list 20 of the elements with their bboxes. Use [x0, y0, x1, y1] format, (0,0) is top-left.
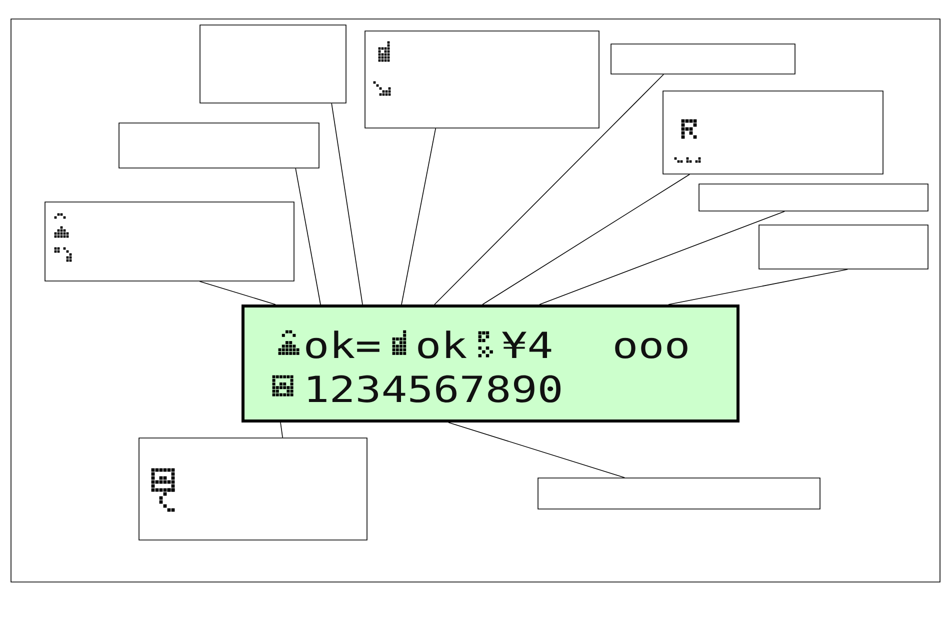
callout-box — [364, 30, 600, 128]
callout-box — [610, 44, 796, 74]
leader-line — [448, 422, 625, 478]
leader-line — [482, 174, 690, 305]
callout-box — [662, 90, 884, 174]
leader-line — [331, 103, 363, 305]
leader-line — [434, 74, 664, 305]
leader-line — [295, 168, 321, 305]
leader-line — [668, 269, 848, 305]
lcd-display: ok= ok ¥4 ooo 1234567890 — [242, 304, 740, 422]
callout-box — [118, 122, 320, 168]
leader-line — [280, 422, 283, 438]
callout-box — [538, 478, 820, 510]
leader-line — [401, 128, 436, 305]
callout-box — [44, 202, 294, 282]
callout-box — [758, 224, 928, 270]
callout-box — [200, 24, 346, 104]
callout-box — [698, 184, 928, 212]
leader-line — [199, 281, 276, 305]
callout-box — [138, 438, 368, 540]
